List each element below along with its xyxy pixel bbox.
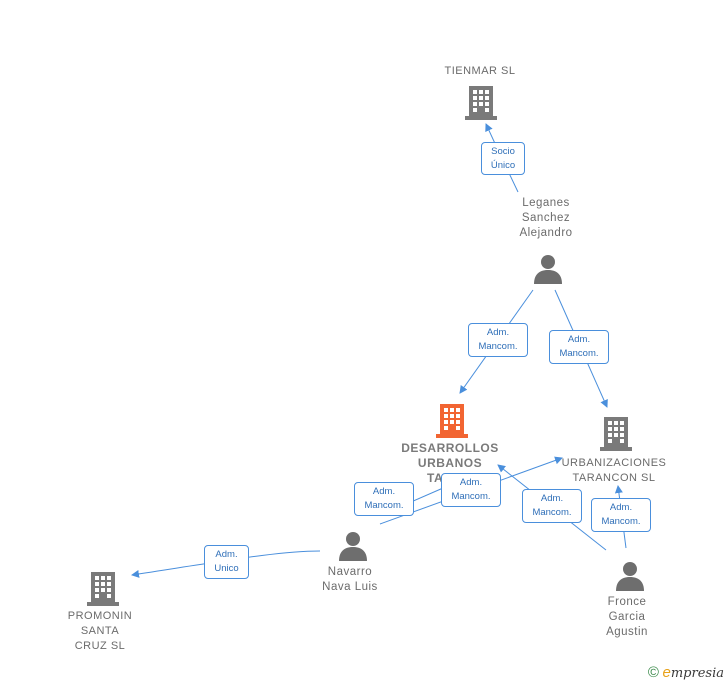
building-icon[interactable] (436, 402, 468, 438)
node-label-leganes[interactable]: Leganes Sanchez Alejandro (519, 197, 573, 239)
node-label-promonin[interactable]: PROMONIN SANTA CRUZ SL (67, 610, 133, 652)
node-label-tienmar[interactable]: TIENMAR SL (444, 65, 516, 77)
node-label-urbanizaciones[interactable]: URBANIZACIONES TARANCON SL (561, 457, 667, 484)
edge-label-leganes-desarrollos[interactable]: Adm. Mancom. (468, 323, 528, 357)
brand-logo-letter: e (662, 664, 671, 681)
node-label-fronce[interactable]: Fronce Garcia Agustin (606, 596, 648, 638)
edge-label-navarro-desarrollos[interactable]: Adm. Mancom. (441, 473, 501, 507)
edge-label-leganes-urbanizaciones[interactable]: Adm. Mancom. (549, 330, 609, 364)
person-icon[interactable] (533, 254, 563, 284)
copyright-symbol: © (647, 664, 659, 681)
edge-label-socio-unico[interactable]: Socio Único (481, 142, 525, 175)
brand-logo-text: mpresia (670, 666, 724, 681)
person-icon[interactable] (338, 531, 368, 561)
person-icon[interactable] (615, 561, 645, 591)
building-icon[interactable] (87, 570, 119, 606)
node-label-navarro[interactable]: Navarro Nava Luis (322, 566, 378, 593)
edge-label-navarro-promonin[interactable]: Adm. Unico (204, 545, 249, 579)
building-icon[interactable] (600, 415, 632, 451)
building-icon[interactable] (465, 84, 497, 120)
edge-label-fronce-desarrollos[interactable]: Adm. Mancom. (522, 489, 582, 523)
edge-label-navarro-urbanizaciones[interactable]: Adm. Mancom. (354, 482, 414, 516)
edge-label-fronce-urbanizaciones[interactable]: Adm. Mancom. (591, 498, 651, 532)
brand-footer: © empresia (648, 664, 724, 681)
